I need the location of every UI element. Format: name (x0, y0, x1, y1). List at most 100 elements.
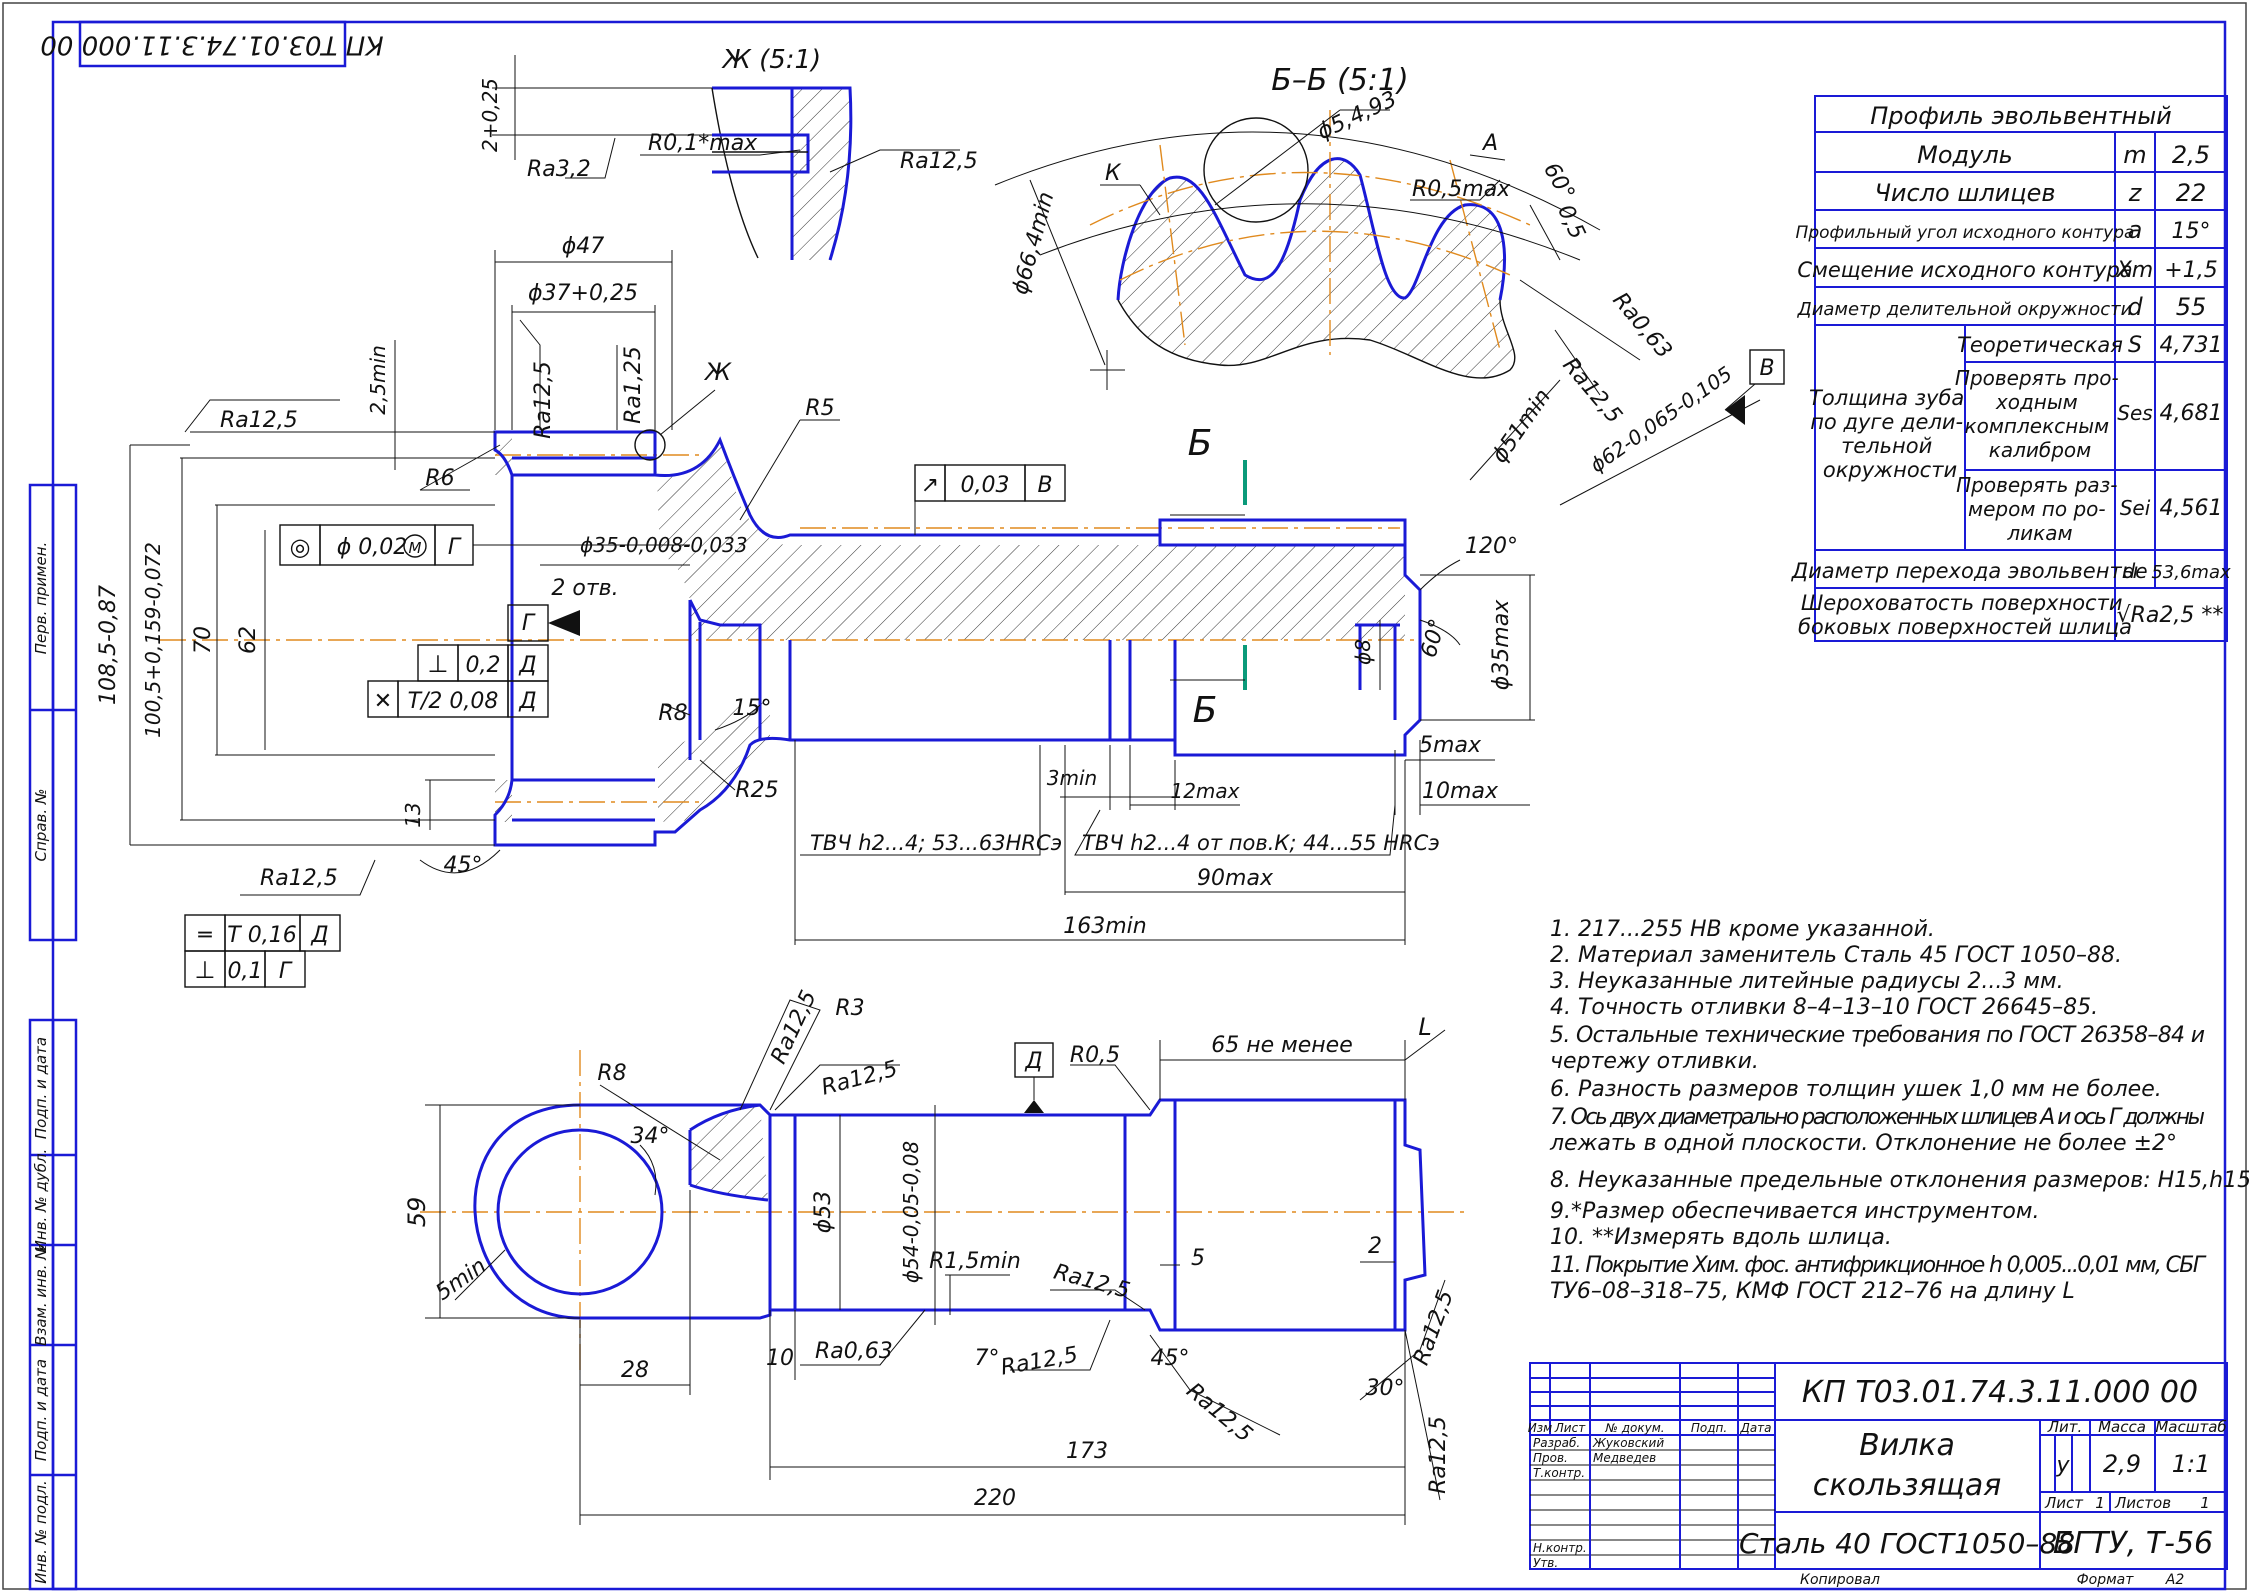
dim-label: 34° (631, 1124, 670, 1149)
section-bb: Б–Б (5:1) ϕ66,4min ϕ5,4,93 К А R0,5max 6… (994, 63, 1785, 506)
dim-label: 60° (1417, 616, 1451, 660)
detail-zh: Ж (5:1) 2+0,25 Ra3,2 R0,1*max Ra12,5 (478, 45, 978, 261)
roughness-label: Ra12,5 (1557, 353, 1626, 429)
profile-row-val: 22 (2176, 179, 2207, 207)
thickness-row-label: Теоретическая (1957, 333, 2123, 357)
dim-label: 45° (444, 853, 483, 878)
note-line: ТУ6–08–318–75, КМФ ГОСТ 212–76 на длину … (1550, 1279, 2075, 1304)
dim-label: 15° (733, 696, 772, 721)
dim-label: 2 (1368, 1234, 1382, 1259)
dim-label: R8 (658, 701, 687, 726)
tolerance-mod: M (409, 539, 422, 557)
dim-label: 10 (766, 1346, 794, 1371)
profile-row-sym: z (2128, 179, 2143, 207)
note-line: 5. Остальные технические требования по Г… (1550, 1023, 2205, 1048)
tolerance-value: 0,2 (466, 653, 501, 678)
tolerance-symbol: ✕ (374, 689, 392, 714)
profile-row-label: Профильный угол исходного контура (1796, 223, 2135, 243)
dim-label: L (1418, 1013, 1431, 1041)
dim-label: R0,1*max (648, 131, 758, 156)
dim-label: 3min (1047, 766, 1097, 790)
thickness-row-val: 4,681 (2160, 401, 2223, 426)
tb-developer: Жуковский (1592, 1436, 1664, 1450)
dim-label: Ж (703, 358, 732, 386)
thickness-row-sym: Ses (2117, 401, 2152, 425)
thickness-row-sym: Sei (2120, 496, 2151, 520)
tb-sheet-label: Лист (2044, 1494, 2084, 1512)
title-block: Изм Лист № докум. Подп. Дата Разраб. Про… (1528, 1362, 2228, 1588)
roughness-row-label: Шероховатость поверхности боковых поверх… (1798, 591, 2132, 639)
dim-label: 5 (1191, 1246, 1205, 1271)
note-line: 4. Точность отливки 8–4–13–10 ГОСТ 26645… (1550, 995, 2098, 1020)
side-label: Подп. и дата (32, 1037, 50, 1139)
tolerance-value: ϕ 0,02 (337, 535, 408, 560)
tb-mass: 2,9 (2103, 1450, 2141, 1478)
dim-label: А (1481, 131, 1498, 156)
datum-label: В (1759, 356, 1774, 381)
tolerance-value: 0,1 (228, 959, 263, 984)
tb-role: Разраб. (1533, 1436, 1580, 1450)
dim-label: R1,5min (929, 1249, 1021, 1274)
side-strip: Перв. примен. Справ. № Подп. и дата Инв.… (28, 483, 78, 1591)
side-label: Подп. и дата (32, 1359, 50, 1461)
tb-col: Лист (1554, 1421, 1586, 1435)
corner-code: КП Т03.01.74.3.11.000 00 (40, 30, 383, 60)
dim-label: ϕ51min (1487, 385, 1556, 468)
tb-material: Сталь 40 ГОСТ1050–88 (1739, 1527, 2075, 1560)
dim-label: 59 (403, 1197, 431, 1228)
profile-row-val: 2,5 (2172, 141, 2210, 169)
profile-row-sym: m (2123, 141, 2146, 169)
dim-label: R3 (835, 996, 864, 1021)
dim-label: ϕ37+0,25 (528, 281, 638, 306)
dim-label: 13 (401, 802, 425, 827)
roughness-label: Ra3,2 (527, 157, 591, 182)
note-line: 3. Неуказанные литейные радиусы 2...3 мм… (1550, 969, 2064, 994)
side-label: Инв. № дубл. (32, 1149, 50, 1252)
roughness-label: Ra12,5 (260, 866, 338, 891)
dim-label: ϕ53 (811, 1191, 836, 1234)
section-mark: Б (1188, 423, 1213, 464)
tolerance-symbol: ⊥ (195, 956, 216, 984)
roughness-label: Ra12,5 (1409, 1287, 1459, 1369)
tb-sheet: 1 (2095, 1494, 2105, 1512)
tolerance-base: Д (518, 689, 536, 714)
bottom-view: R8 34° Ra12,5 R3 Ra12,5 Д R0,5 65 не мен… (403, 987, 1470, 1525)
roughness-label: Ra12,5 (900, 149, 978, 174)
profile-row-val: +1,5 (2164, 258, 2217, 283)
note-line: 1. 217...255 НВ кроме указанной. (1550, 917, 1935, 942)
datum-label: Г (522, 611, 536, 636)
dim-label: R25 (735, 778, 778, 803)
tolerance-base: Г (279, 959, 293, 984)
note-line: 6. Разность размеров толщин ушек 1,0 мм … (1550, 1077, 2162, 1102)
dim-label: 100,5+0,159-0,072 (141, 542, 165, 738)
hardening-note: ТВЧ h2...4; 53...63HRCэ (810, 831, 1062, 855)
tb-hdr: Масштаб (2155, 1418, 2226, 1436)
dim-label: 220 (974, 1486, 1016, 1511)
dim-label: ϕ8 (1351, 639, 1375, 665)
dim-label: К (1105, 161, 1122, 186)
dim-label: 28 (621, 1358, 649, 1383)
roughness-label: Ra0,63 (1607, 288, 1676, 364)
profile-row-val: 55 (2176, 293, 2207, 321)
transition-label: Диаметр перехода эвольвенты (1791, 559, 2139, 583)
tb-col: Дата (1739, 1421, 1771, 1435)
note-line: 10. **Измерять вдоль шлица. (1550, 1225, 1892, 1250)
profile-row-label: Число шлицев (1874, 179, 2055, 207)
tolerance-value: 0,03 (961, 473, 1010, 498)
thickness-row-label: Проверять раз- мером по ро- ликам (1956, 473, 2124, 545)
dim-label: 173 (1066, 1439, 1108, 1464)
dim-label: R0,5 (1070, 1043, 1120, 1068)
tolerance-base: Д (310, 923, 328, 948)
dim-label: R5 (805, 396, 834, 421)
dim-label: 7° (975, 1346, 1000, 1371)
dim-label: ϕ35-0,008-0,033 (580, 533, 748, 557)
tb-hdr: Лит. (2047, 1418, 2083, 1436)
profile-row-val: 15° (2172, 219, 2211, 244)
tolerance-base: Д (518, 653, 536, 678)
roughness-label: Ra12,5 (1181, 1378, 1257, 1447)
tolerance-symbol: ◎ (290, 533, 311, 561)
note-line: 8. Неуказанные предельные отклонения раз… (1550, 1168, 2249, 1193)
dim-label: R8 (597, 1061, 626, 1086)
datum-label: Д (1024, 1049, 1042, 1074)
